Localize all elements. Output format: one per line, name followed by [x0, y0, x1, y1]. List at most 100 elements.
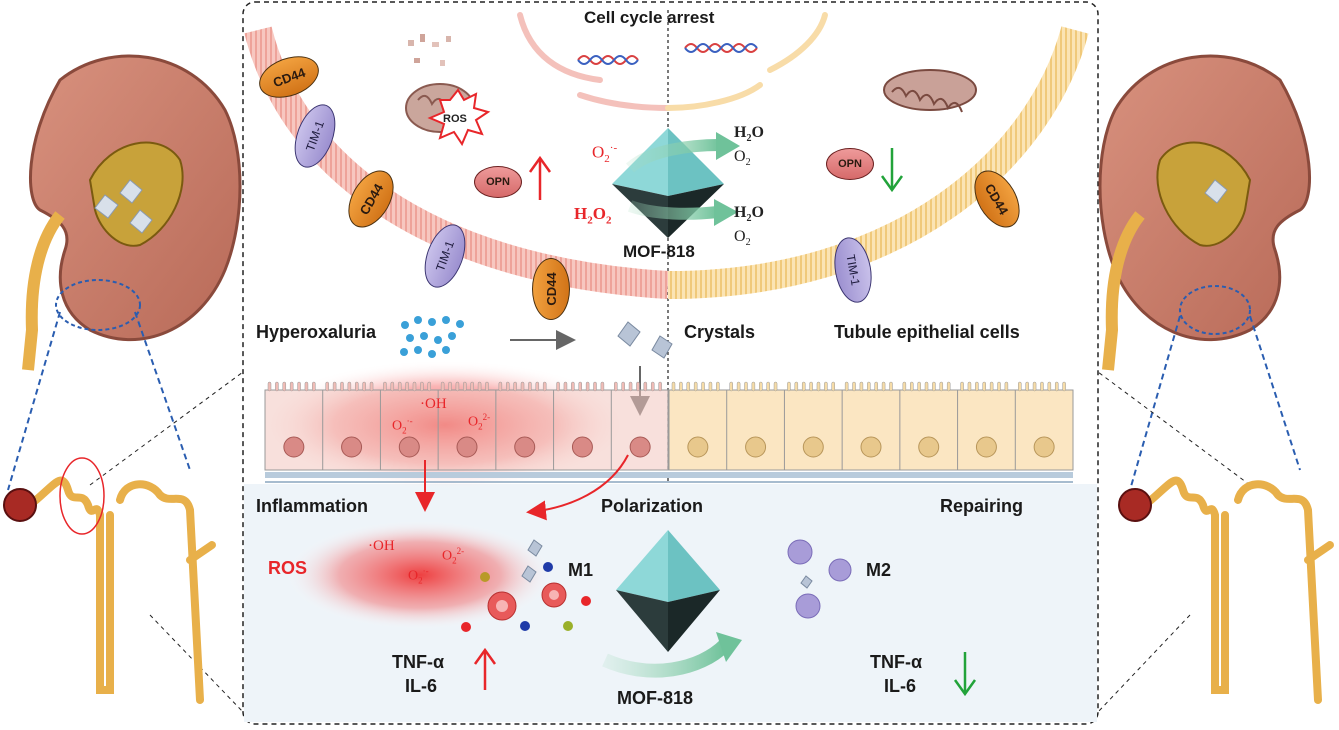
microvillus — [766, 381, 770, 392]
microvillus — [708, 381, 713, 392]
microvillus — [801, 381, 806, 392]
right-nephron-icon — [1141, 476, 1334, 704]
microvillus — [347, 381, 352, 392]
opn-badge-right: OPN — [826, 148, 874, 180]
right-kidney-icon — [1098, 54, 1312, 371]
il6-left-label: IL-6 — [405, 676, 438, 696]
tubule-cells-label: Tubule epithelial cells — [834, 322, 1020, 342]
microvillus — [859, 381, 864, 392]
microvillus — [282, 381, 287, 392]
oxalate-particles-icon — [400, 316, 464, 358]
microvillus — [773, 381, 778, 392]
opn-badge-left: OPN — [474, 166, 522, 198]
inflammation-label: Inflammation — [256, 496, 369, 516]
microvillus — [982, 381, 986, 392]
microvillus — [440, 381, 445, 392]
microvillus — [513, 381, 517, 392]
tnf-right-label: TNF-α — [870, 652, 923, 672]
dna-left-icon — [577, 55, 639, 65]
microvillus — [967, 381, 972, 392]
microvillus — [997, 381, 1001, 392]
microvillus — [679, 381, 683, 392]
microvillus — [325, 381, 329, 392]
right-kidney-zoom-circle — [1179, 285, 1251, 335]
cell-nucleus — [514, 436, 536, 458]
microvillus — [362, 381, 366, 392]
cell-nucleus — [745, 436, 767, 458]
bottom-peroxide-label: O22- — [442, 546, 465, 566]
bottom-hydroxyl-label: ·OH — [368, 538, 395, 554]
cell-nucleus — [687, 436, 709, 458]
bottom-superoxide-label: O2·- — [408, 566, 429, 586]
microvillus — [369, 381, 374, 392]
microvillus — [989, 381, 994, 392]
m1-macrophages-icon — [487, 582, 567, 621]
microvillus — [600, 381, 605, 392]
microvillus — [671, 381, 676, 392]
microvillus — [405, 381, 409, 392]
microvillus — [924, 381, 929, 392]
left-nephron-icon — [26, 476, 216, 704]
microvillus — [427, 381, 432, 392]
microvillus — [701, 381, 705, 392]
polarization-red-arrow — [526, 454, 629, 521]
membrane-right — [667, 26, 1089, 299]
microvillus — [824, 381, 828, 392]
microvillus — [794, 381, 799, 392]
microvillus — [716, 381, 720, 392]
microvillus — [946, 381, 951, 392]
green-arrow-top-2 — [627, 200, 719, 220]
microvillus — [787, 381, 791, 392]
green-arrow-bottom-head — [716, 632, 742, 662]
microvillus — [390, 381, 395, 392]
microvillus — [542, 381, 547, 392]
microvillus — [643, 381, 648, 392]
cell-nucleus — [283, 436, 305, 458]
left-panel-line-1 — [89, 371, 244, 486]
opn-down-arrow-head — [880, 175, 904, 193]
green-arrow-top-2-head — [714, 199, 738, 226]
cytokine-up-arrow-head — [473, 647, 497, 665]
il6-right-label: IL-6 — [884, 676, 917, 696]
cell-nucleus — [571, 436, 593, 458]
product-o2-1: O2 — [734, 148, 751, 169]
microvillus — [455, 381, 460, 392]
product-o2-2: O2 — [734, 228, 751, 249]
mof818-bottom-label: MOF-818 — [617, 688, 694, 708]
microvillus — [759, 381, 763, 392]
right-panel-line-1 — [1097, 371, 1251, 486]
microvillus — [505, 381, 510, 392]
microvillus — [881, 381, 886, 392]
microvillus — [340, 381, 344, 392]
microvillus — [448, 381, 452, 392]
microvillus — [902, 381, 907, 392]
microvillus — [304, 381, 309, 392]
cell-nucleus — [456, 436, 478, 458]
microvillus — [420, 381, 424, 392]
microvillus — [563, 381, 568, 392]
microvillus — [1047, 381, 1052, 392]
cell-nucleus — [860, 436, 882, 458]
microvillus — [498, 381, 503, 392]
right-glomerulus-icon — [1118, 488, 1152, 522]
microvillus — [485, 381, 489, 392]
epi-superoxide-label: O2·- — [392, 416, 413, 436]
microvillus — [831, 381, 836, 392]
left-kidney-icon — [22, 54, 242, 371]
cell-nucleus — [1033, 436, 1055, 458]
microvillus — [571, 381, 575, 392]
ros-burst-label: ROS — [443, 113, 467, 125]
microvillus — [520, 381, 525, 392]
microvillus — [816, 381, 821, 392]
bottom-crystals-icon — [521, 539, 543, 583]
microvillus — [535, 381, 540, 392]
crystal-icon — [617, 321, 673, 359]
cell-nuclei — [283, 436, 1055, 458]
ros-label: ROS — [268, 558, 308, 578]
microvillus — [736, 381, 741, 392]
microvillus — [693, 381, 698, 392]
microvillus — [297, 381, 301, 392]
microvillus — [528, 381, 532, 392]
microvillus — [593, 381, 597, 392]
